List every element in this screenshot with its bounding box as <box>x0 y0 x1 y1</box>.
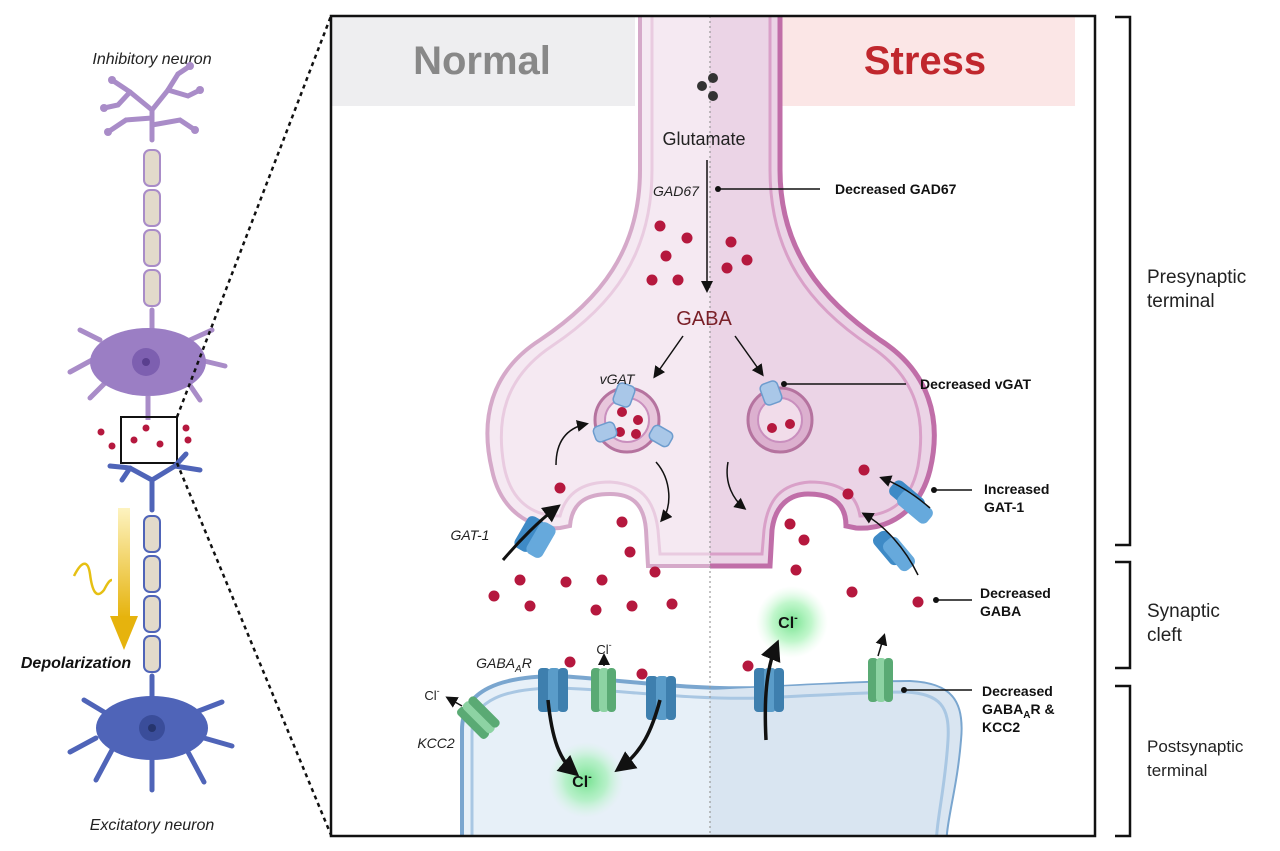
annotation-decreased-gaba-l1: Decreased <box>980 585 1051 601</box>
cl-influx-arrow-left <box>546 699 580 777</box>
gat1-normal <box>501 504 561 561</box>
annotation-decreased-gabaar-l2: GABAAR & <box>982 701 1055 721</box>
gaba-label: GABA <box>676 308 732 330</box>
inhibitory-dendrites <box>101 63 203 143</box>
vgat-label: vGAT <box>600 371 636 387</box>
left-gaba-dots <box>97 424 192 450</box>
kcc2-efflux-stress <box>875 633 888 657</box>
annotation-decreased-vgat: Decreased vGAT <box>920 376 1031 392</box>
kcc2-label: KCC2 <box>417 735 455 751</box>
excitatory-upper-dendrites <box>107 451 203 513</box>
gaba-to-vgat-arrow-stress <box>734 335 764 377</box>
section-postsynaptic-l1: Postsynaptic <box>1147 737 1244 756</box>
depolarization-label: Depolarization <box>21 655 131 672</box>
gat1-label: GAT-1 <box>451 527 490 543</box>
annotation-decreased-gabaar-l3: KCC2 <box>982 719 1020 735</box>
normal-title: Normal <box>413 39 551 83</box>
annotation-decreased-gad67: Decreased GAD67 <box>835 181 957 197</box>
annotation-decreased-gaba-l2: GABA <box>980 603 1021 619</box>
bracket-synaptic <box>1115 560 1132 670</box>
glutamate-label: Glutamate <box>662 129 745 149</box>
section-postsynaptic-l2: terminal <box>1147 761 1207 780</box>
gaba-to-vgat-arrow-normal <box>653 335 684 379</box>
depolarization-arrow <box>110 508 138 650</box>
recycle-arrow-up <box>555 420 589 466</box>
cl-label-normal: Cl- <box>572 771 592 791</box>
inhibitory-axon <box>143 149 161 307</box>
excitatory-neuron-label: Excitatory neuron <box>90 817 215 834</box>
stress-header-bg <box>770 16 1075 106</box>
annotation-decreased-gabaar-l1: Decreased <box>982 683 1053 699</box>
synapse-zoom-box <box>120 416 178 464</box>
left-neuron-panel: Inhibitory neuron <box>21 51 235 834</box>
section-presynaptic-l2: terminal <box>1147 291 1215 312</box>
cl-efflux-arrow-stress <box>760 639 781 741</box>
release-arrow-stress <box>726 461 747 510</box>
gat1-stress-lower <box>861 512 919 576</box>
annotation-increased-gat1-l1: Increased <box>984 481 1049 497</box>
vgat-transporters <box>592 380 783 448</box>
synapse-panel: Normal Stress Glutamate GAD67 GABA <box>331 16 1075 836</box>
release-arrow-normal <box>655 461 673 523</box>
cl-label-kcc2-left: Cl- <box>424 686 439 703</box>
vesicle-stress <box>746 386 814 454</box>
inhibitory-soma <box>67 307 228 420</box>
glutamate-molecules <box>697 73 718 101</box>
gabaar-label: GABAAR <box>476 655 532 675</box>
zoom-line-bottom <box>175 462 333 836</box>
section-synaptic-l1: Synaptic <box>1147 601 1220 622</box>
presynaptic-gaba-dots <box>646 220 753 286</box>
normal-header-bg <box>331 16 635 106</box>
gad67-label: GAD67 <box>653 183 700 199</box>
panel-border <box>329 14 1097 838</box>
kcc2-efflux-left <box>445 696 463 708</box>
zoom-line-top <box>175 15 333 418</box>
bracket-postsynaptic <box>1115 684 1132 838</box>
action-potential-icon <box>72 562 113 596</box>
cl-influx-arrow-right <box>614 699 662 773</box>
excitatory-soma <box>67 673 235 793</box>
dendrite-tips <box>100 62 204 136</box>
section-presynaptic-l1: Presynaptic <box>1147 267 1246 288</box>
annotation-increased-gat1-l2: GAT-1 <box>984 499 1024 515</box>
excitatory-axon <box>143 515 161 673</box>
bracket-presynaptic <box>1115 15 1132 547</box>
section-brackets <box>1115 15 1132 838</box>
cl-label-kcc2-normal: Cl- <box>596 640 611 657</box>
inhibitory-neuron-label: Inhibitory neuron <box>92 51 211 68</box>
postsynaptic-terminal <box>460 673 963 836</box>
kcc2-transporters <box>457 658 893 739</box>
gat1-stress-upper <box>879 475 933 524</box>
section-synaptic-l2: cleft <box>1147 625 1183 646</box>
cl-label-stress: Cl- <box>778 612 798 632</box>
stress-title: Stress <box>864 39 986 83</box>
